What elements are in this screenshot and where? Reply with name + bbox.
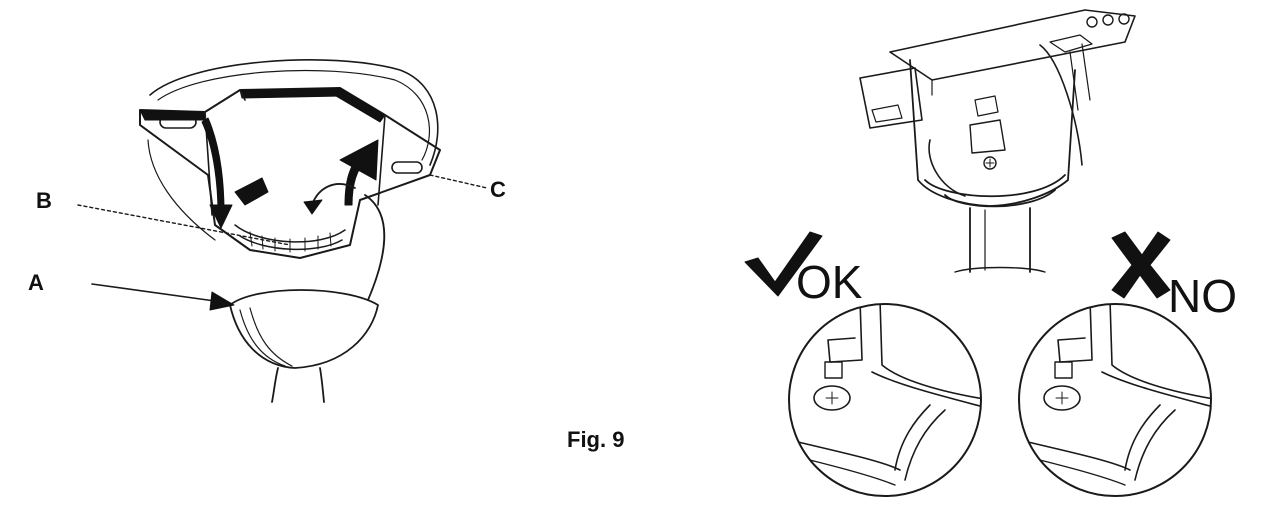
label-c: C bbox=[490, 177, 506, 202]
bracket-detail-illustration bbox=[859, 9, 1136, 273]
ok-indicator: OK bbox=[744, 231, 863, 308]
canopy-bracket-illustration bbox=[139, 59, 441, 403]
label-a: A bbox=[28, 270, 44, 295]
x-mark-icon bbox=[1111, 231, 1171, 299]
label-leaders bbox=[77, 174, 488, 311]
no-label: NO bbox=[1168, 270, 1237, 322]
check-mark-icon bbox=[744, 231, 823, 297]
no-detail-circle bbox=[1018, 303, 1212, 497]
ok-label: OK bbox=[796, 256, 863, 308]
ok-detail-circle bbox=[788, 303, 982, 497]
figure-caption: Fig. 9 bbox=[567, 427, 624, 452]
label-b: B bbox=[36, 188, 52, 213]
no-indicator: NO bbox=[1111, 231, 1237, 322]
